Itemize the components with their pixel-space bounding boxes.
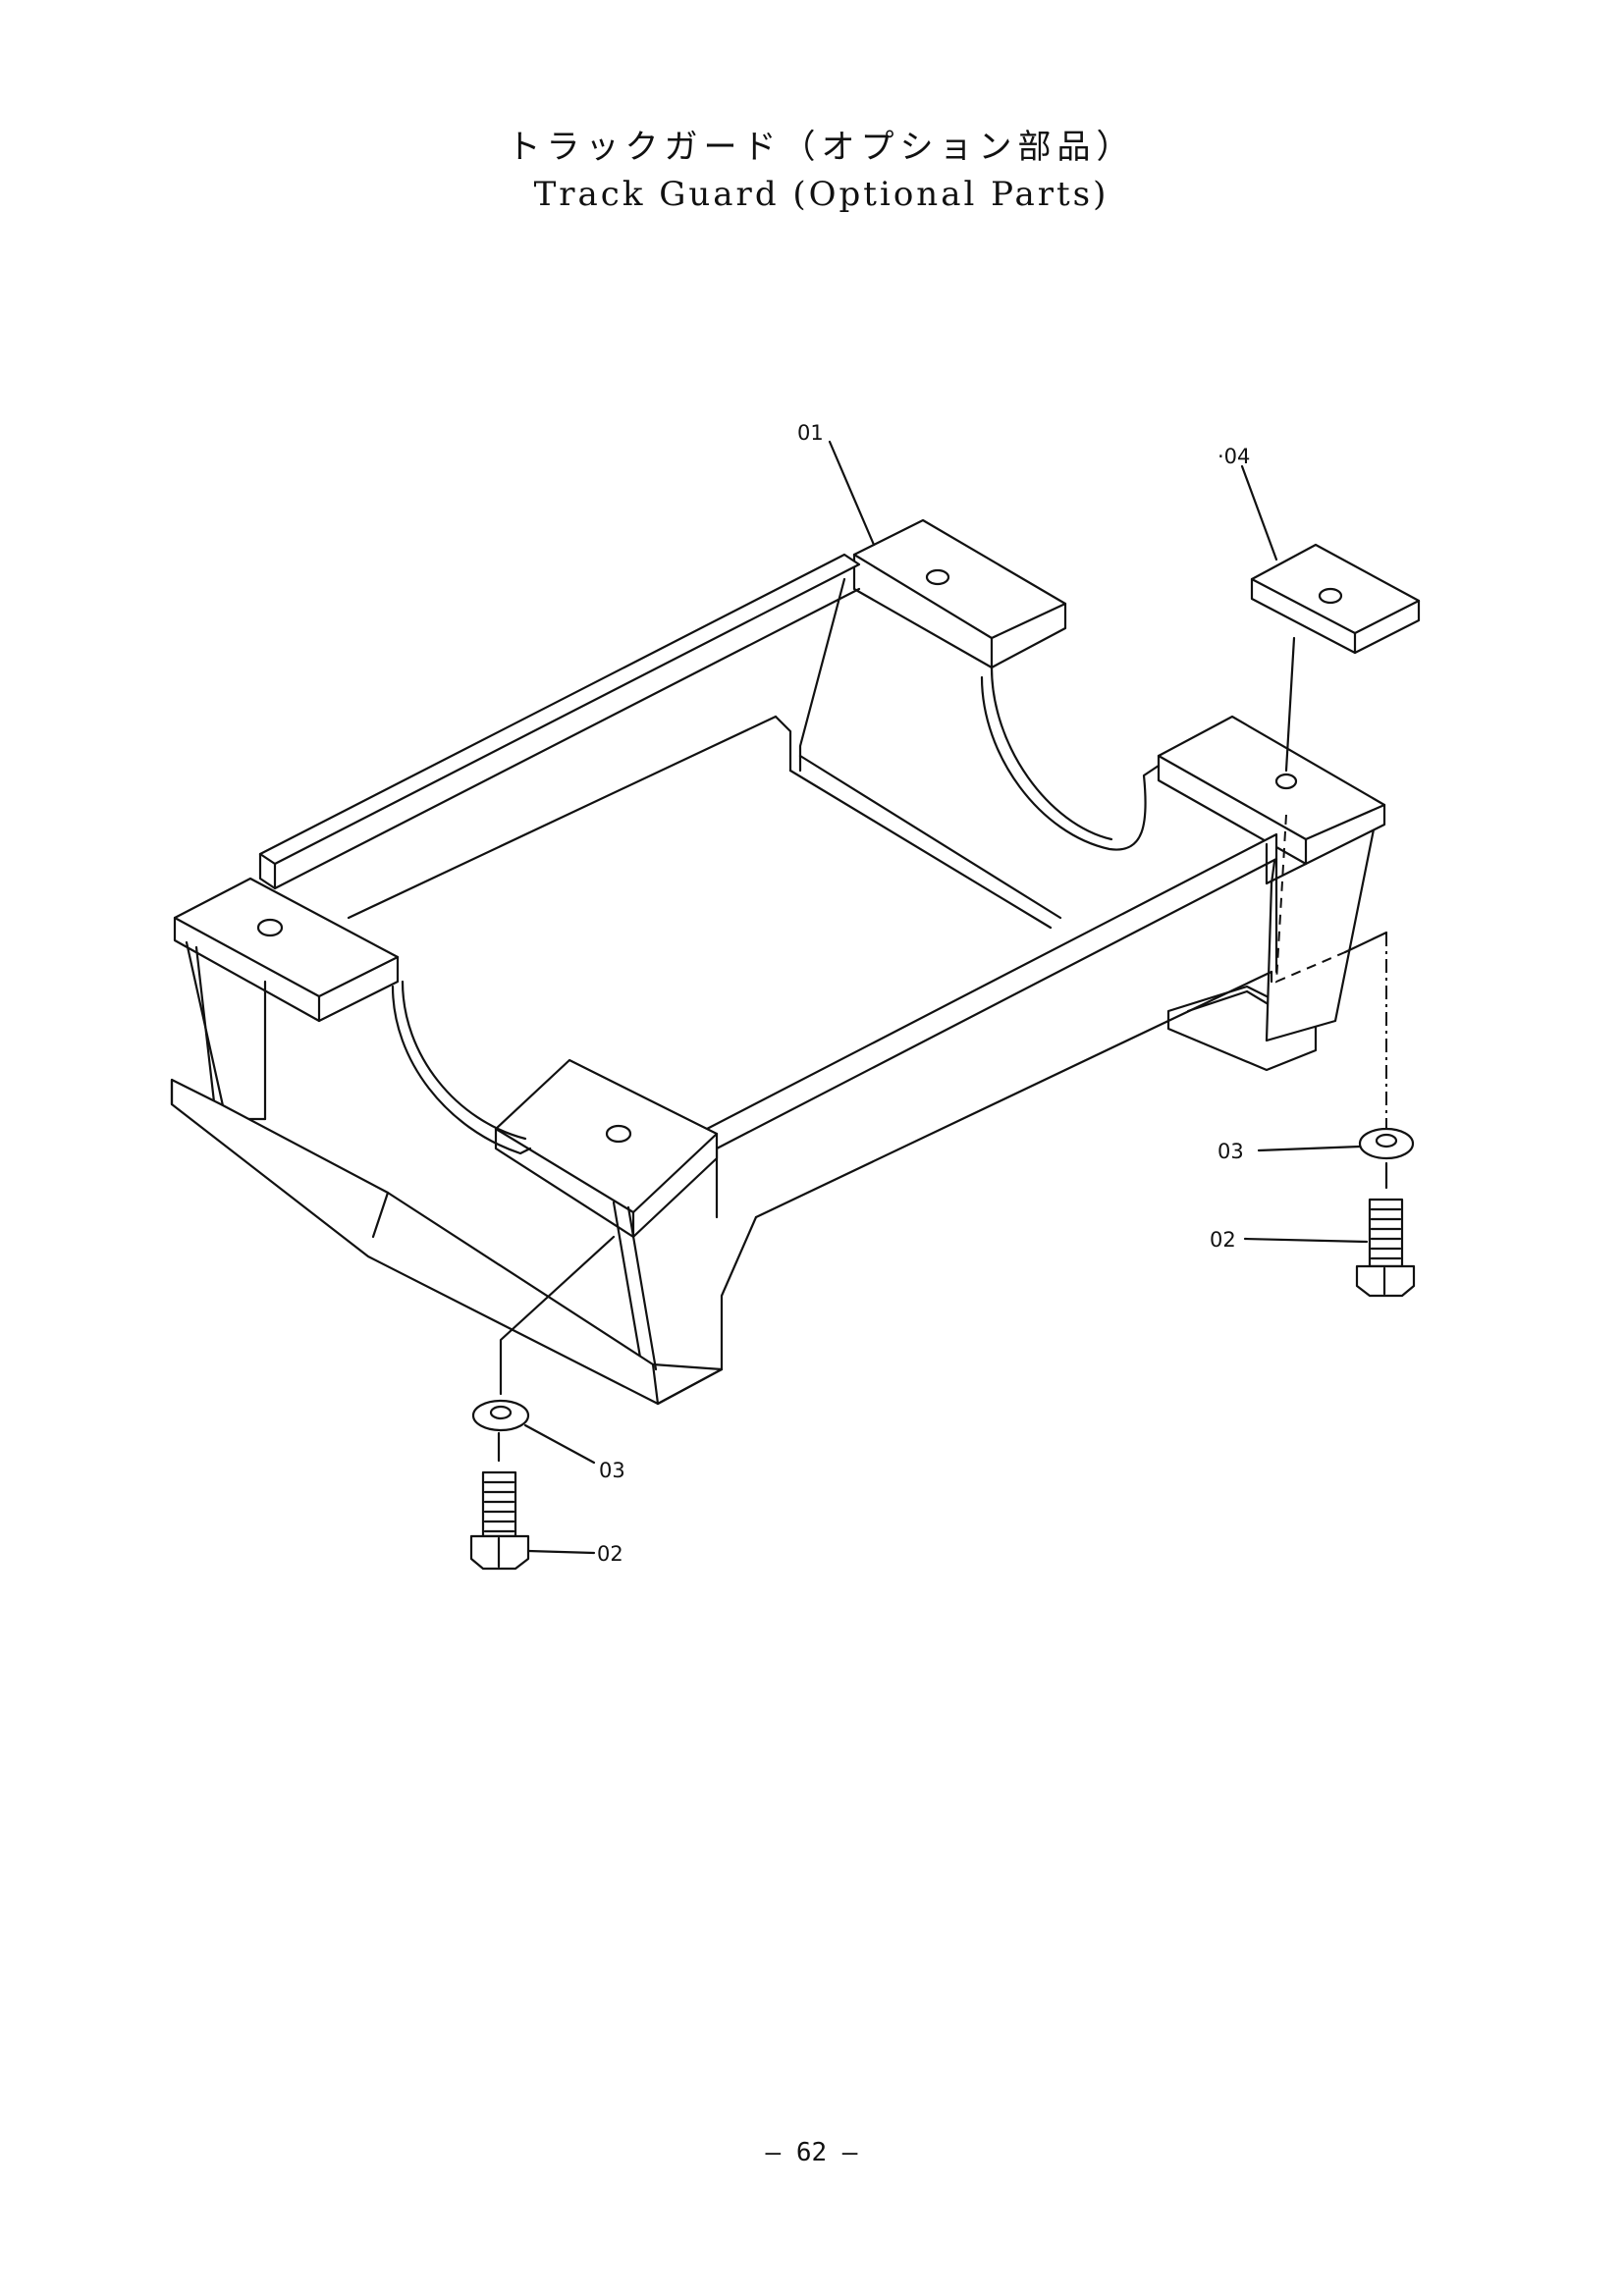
label-part-02-right: 02 [1210,1228,1236,1252]
leader-line-plate [1240,464,1278,561]
leader-line-bolt-right [1243,1237,1369,1244]
centerline-right-link [1343,931,1388,954]
leader-line-washer-right [1257,1145,1362,1152]
page-number: — 62 — [765,2138,858,2167]
title-japanese: トラックガード（オプション部品） [507,128,1136,167]
bolt-left [469,1470,530,1571]
track-guard-frame [170,518,1386,1406]
label-part-02-left: 02 [597,1542,623,1566]
washer-left [471,1399,530,1432]
centerline-left [499,1235,616,1396]
centerline-plate [1284,636,1296,773]
bolt-right [1355,1198,1416,1298]
label-part-04: ·04 [1217,445,1250,468]
label-part-03-left: 03 [599,1459,625,1482]
title-english: Track Guard (Optional Parts) [533,175,1109,214]
washer-right [1358,1127,1415,1160]
spacer-plate [1250,543,1421,655]
leader-line-frame [828,440,876,547]
leader-line-washer-left [523,1423,596,1465]
leader-line-bolt-left [526,1549,596,1555]
label-part-01: 01 [797,421,824,445]
label-part-03-right: 03 [1217,1140,1244,1163]
